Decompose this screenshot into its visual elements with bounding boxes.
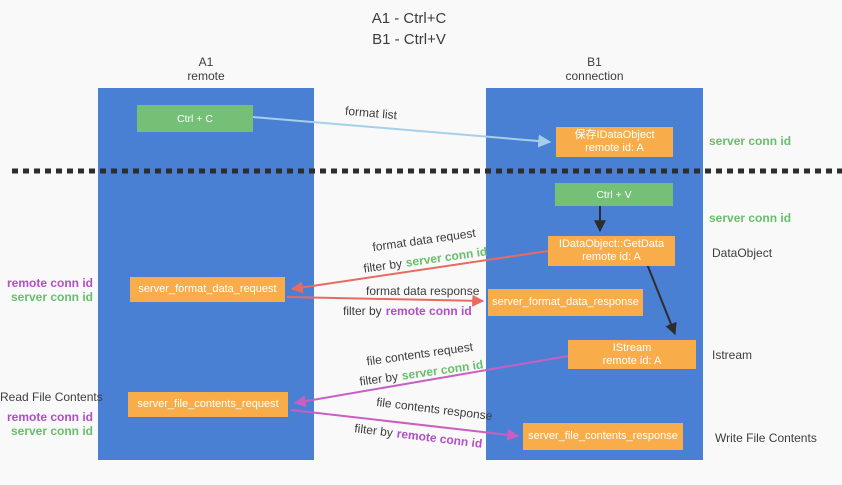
label-dataobject: DataObject: [712, 246, 773, 260]
box-format-data-response-label: server_format_data_response: [492, 296, 639, 308]
column-header-a1: A1 remote: [98, 55, 314, 83]
label-remote-conn-id-mid-left: remote conn id: [6, 276, 93, 290]
box-file-contents-request-label: server_file_contents_request: [137, 398, 279, 410]
label-server-conn-id-mid-left: server conn id: [10, 290, 93, 304]
box-istream-line-2: remote id: A: [602, 354, 662, 367]
label-server-conn-id-mid-right: server conn id: [709, 211, 792, 225]
column-b1-id: B1: [587, 55, 602, 69]
column-header-b1: B1 connection: [486, 55, 703, 83]
box-file-contents-response: server_file_contents_response: [523, 423, 683, 450]
title-line-1: A1 - Ctrl+C: [371, 10, 447, 27]
box-file-contents-response-label: server_file_contents_response: [528, 430, 678, 442]
remote-conn-id-token: remote conn id: [395, 426, 484, 451]
label-left-conn-ids-bottom: remote conn id server conn id: [0, 410, 93, 438]
box-save-line-1: 保存IDataObject: [574, 129, 655, 141]
title-line-2: B1 - Ctrl+V: [372, 31, 446, 48]
label-server-conn-id-top-right: server conn id: [709, 134, 792, 148]
box-save-line-2: remote id: A: [585, 142, 644, 154]
label-left-conn-ids-mid: remote conn id server conn id: [0, 276, 93, 304]
filter-by-text: filter by: [353, 421, 394, 440]
box-format-data-response: server_format_data_response: [488, 289, 643, 316]
server-conn-id-token: server conn id: [404, 244, 489, 270]
label-format-data-response: format data response: [366, 284, 480, 298]
remote-conn-id-token: remote conn id: [385, 304, 472, 318]
box-format-data-request-label: server_format_data_request: [138, 283, 277, 295]
box-istream-line-1: IStream: [612, 341, 652, 354]
label-remote-conn-id-bottom-left: remote conn id: [6, 410, 93, 424]
box-ctrl-c: Ctrl + C: [137, 105, 253, 132]
box-ctrl-c-label: Ctrl + C: [177, 112, 213, 125]
box-file-contents-request: server_file_contents_request: [128, 392, 288, 417]
box-save-dataobject: 保存IDataObject remote id: A: [556, 127, 673, 157]
label-server-conn-id-bottom-left: server conn id: [10, 424, 93, 438]
label-read-file-contents: Read File Contents: [0, 390, 103, 404]
box-ctrl-v-label: Ctrl + V: [596, 188, 632, 201]
filter-by-text: filter by: [358, 369, 399, 389]
column-b1-role: connection: [565, 69, 624, 83]
column-a1-role: remote: [187, 69, 225, 83]
column-a1-id: A1: [198, 55, 214, 69]
label-istream: Istream: [712, 348, 753, 362]
box-istream: IStream remote id: A: [568, 340, 696, 369]
box-getdata-line-1: IDataObject::GetData: [558, 238, 665, 250]
label-file-contents-response: file contents response: [375, 394, 494, 424]
box-getdata: IDataObject::GetData remote id: A: [548, 236, 675, 266]
box-getdata-line-2: remote id: A: [582, 251, 641, 263]
page-title: A1 - Ctrl+C B1 - Ctrl+V: [289, 8, 529, 50]
filter-by-text: filter by: [343, 304, 382, 318]
label-write-file-contents: Write File Contents: [715, 431, 817, 445]
filter-by-text: filter by: [362, 256, 403, 276]
label-format-list: format list: [344, 103, 398, 123]
box-format-data-request: server_format_data_request: [130, 277, 285, 302]
box-ctrl-v: Ctrl + V: [555, 183, 673, 206]
